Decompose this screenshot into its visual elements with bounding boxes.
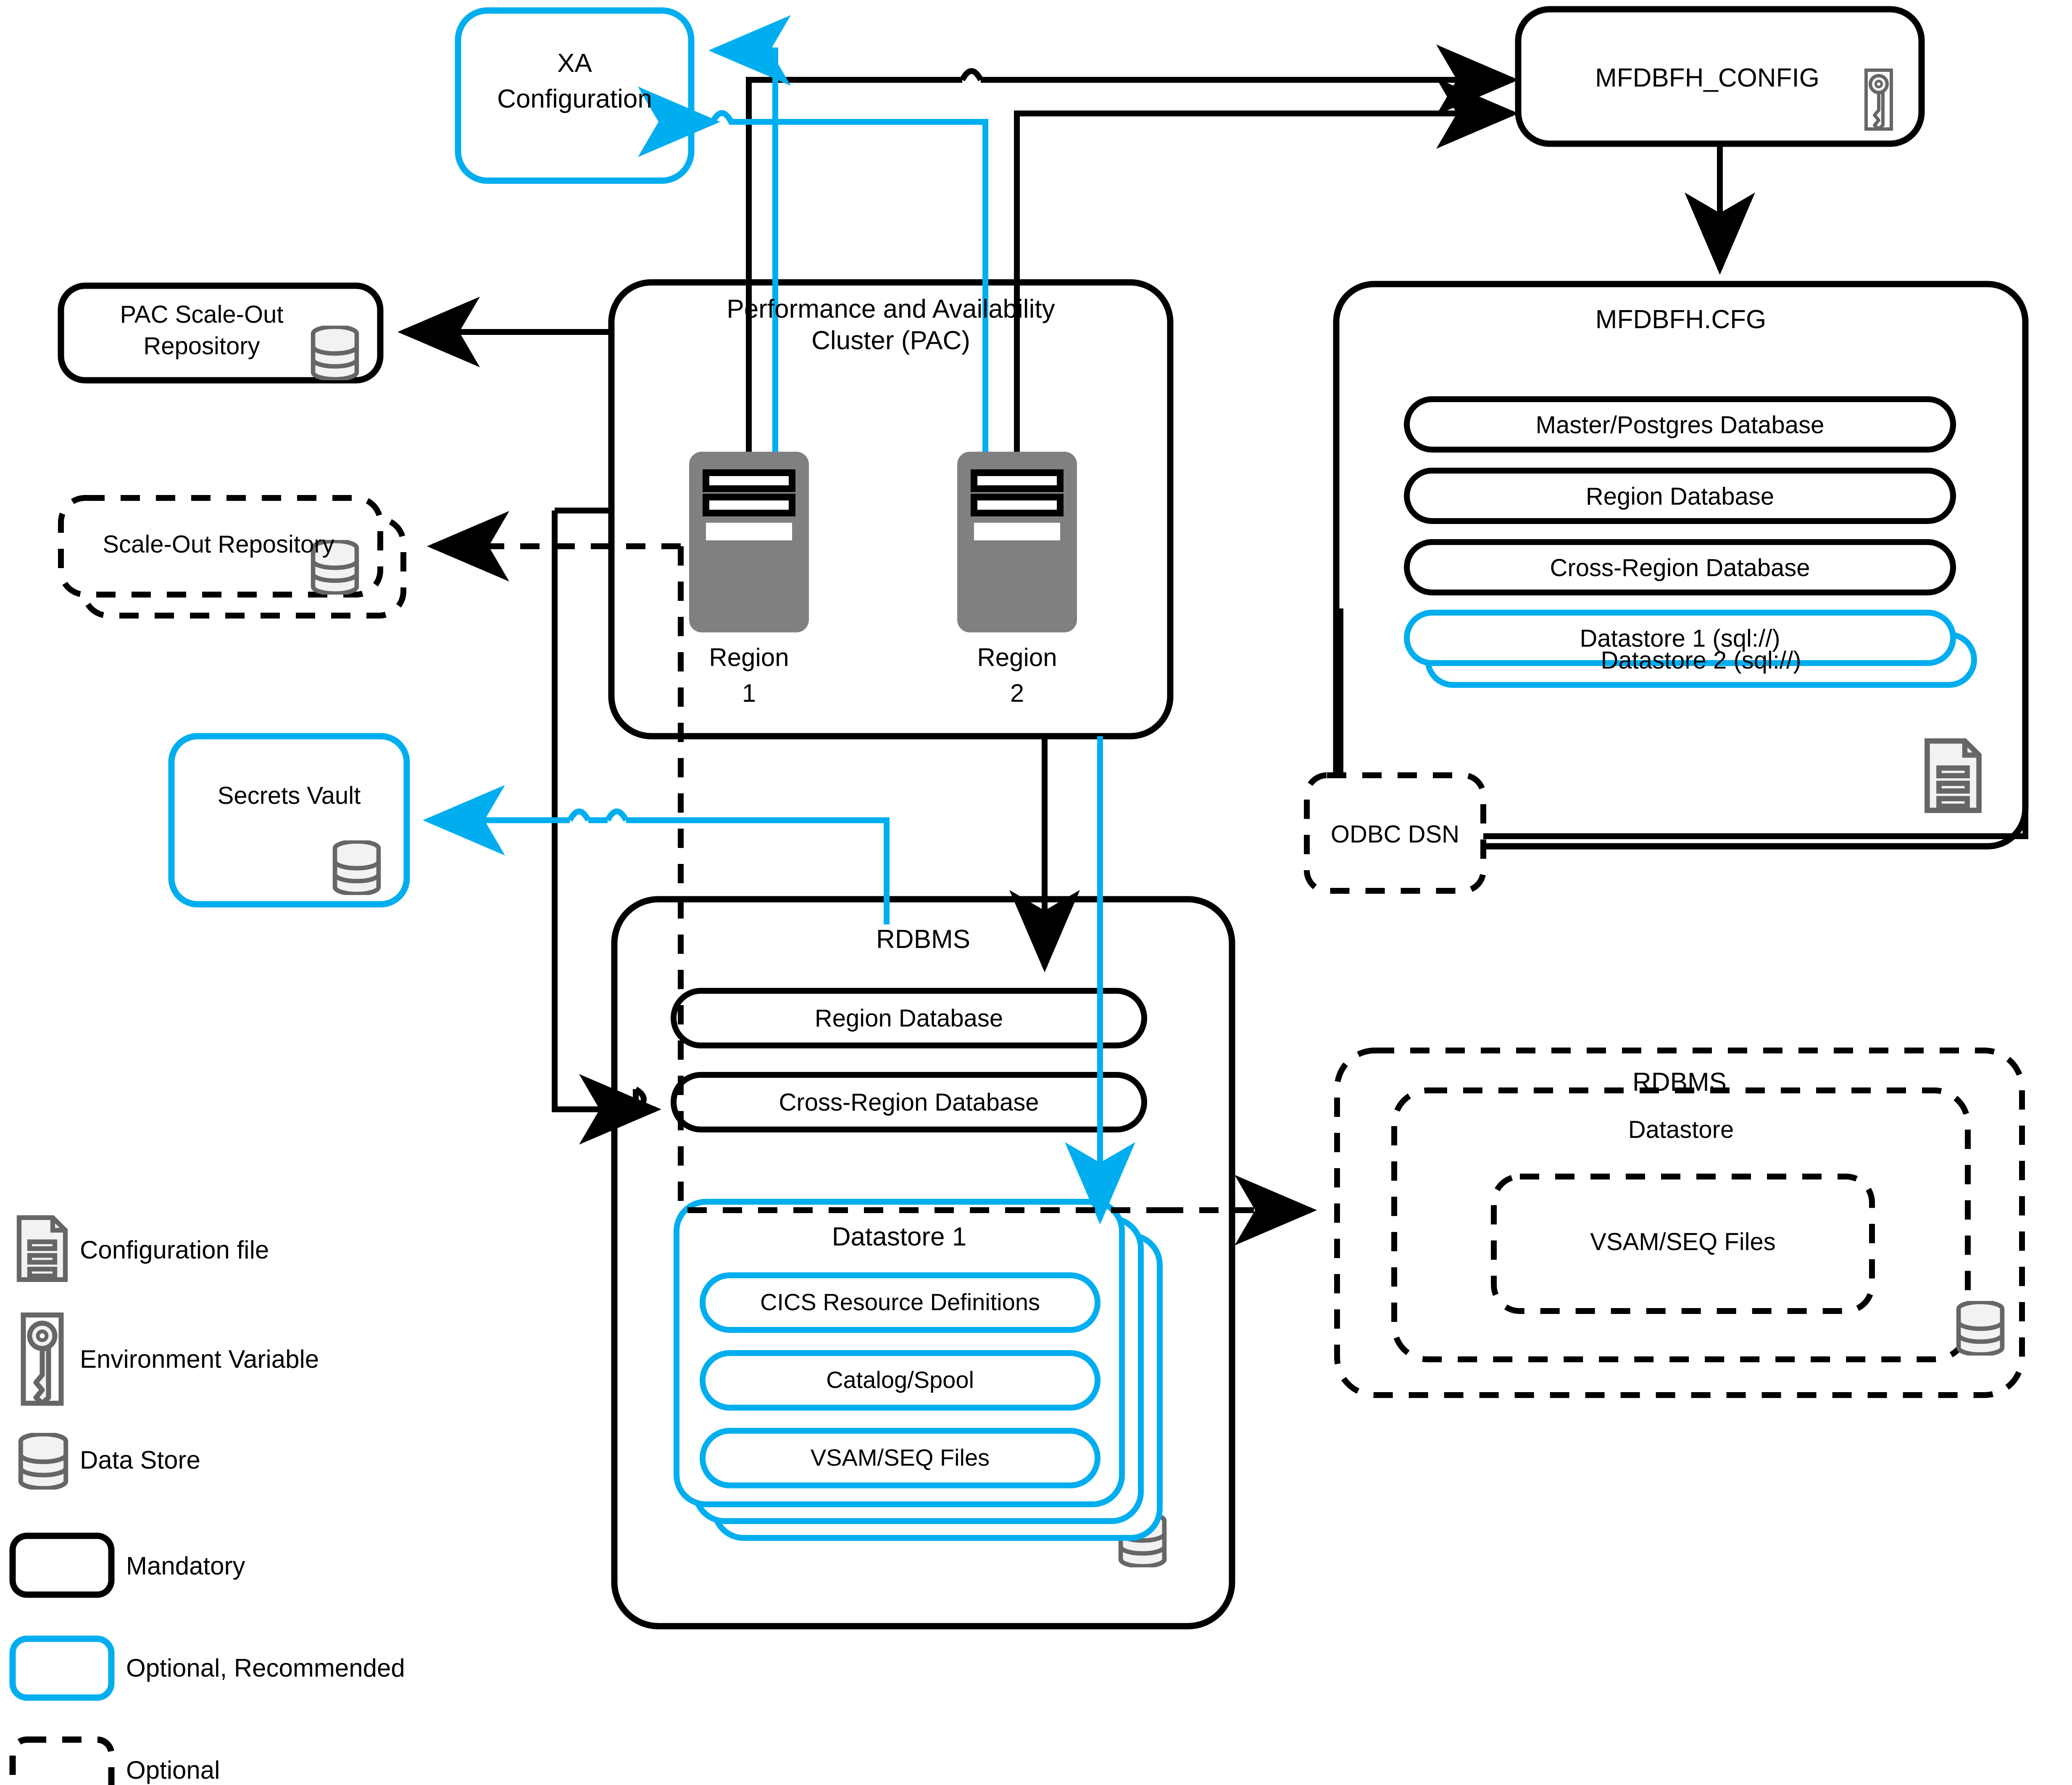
datastore-1-label: Datastore 1 bbox=[832, 1222, 967, 1251]
legend-solid-box-icon bbox=[9, 1532, 115, 1598]
cfg-row-label-0: Master/Postgres Database bbox=[1535, 411, 1825, 439]
rdbms-center-cross-region-database-label: Cross-Region Database bbox=[779, 1089, 1039, 1116]
cfg-row-label-1: Region Database bbox=[1585, 483, 1774, 510]
cfg-row-datastore-1[interactable] bbox=[1404, 610, 1956, 666]
cfg-row-cross-region-database[interactable] bbox=[1404, 539, 1956, 595]
odbc-dsn-box[interactable] bbox=[1304, 772, 1486, 894]
legend-label-4: Optional, Recommended bbox=[126, 1654, 405, 1682]
xa-configuration-label-line2: Configuration bbox=[497, 84, 652, 113]
connector-group-dashed bbox=[427, 511, 1317, 1245]
region-2-label-line1: Region bbox=[977, 643, 1057, 671]
cfg-row-label-3: Datastore 2 (sql://) bbox=[1601, 647, 1801, 674]
rdbms-right-vsam-seq-files-label: VSAM/SEQ Files bbox=[1590, 1228, 1776, 1256]
mfdbfh-cfg-label: MFDBFH.CFG bbox=[1595, 305, 1767, 334]
region-1-label-line2: 1 bbox=[742, 679, 756, 707]
legend-cyan-box-icon bbox=[9, 1635, 115, 1701]
datastore-item-label-0: CICS Resource Definitions bbox=[760, 1289, 1040, 1315]
rdbms-right-label: RDBMS bbox=[1632, 1068, 1727, 1097]
legend-label-5: Optional bbox=[126, 1756, 220, 1784]
rdbms-right-datastore-label: Datastore bbox=[1628, 1116, 1734, 1143]
pac-scale-out-repository-label-line2: Repository bbox=[143, 332, 260, 360]
datastore-item-catalog-spool[interactable] bbox=[700, 1350, 1101, 1411]
connector-group-cyan bbox=[429, 15, 1135, 1224]
pac-scale-out-repository-label-line1: PAC Scale-Out bbox=[120, 301, 284, 328]
datastore-item-cics-resource-definitions[interactable] bbox=[700, 1272, 1101, 1333]
rdbms-center-region-database-label: Region Database bbox=[814, 1005, 1003, 1032]
mfdbfh-config-label: MFDBFH_CONFIG bbox=[1595, 63, 1819, 92]
data-store-icon bbox=[21, 1434, 66, 1488]
scale-out-repository-box[interactable] bbox=[58, 495, 383, 598]
scale-out-repository-label: Scale-Out Repository bbox=[103, 531, 334, 558]
legend-dashed-box-icon bbox=[9, 1736, 115, 1785]
legend-label-2: Data Store bbox=[80, 1446, 200, 1474]
cfg-row-region-database[interactable] bbox=[1404, 468, 1956, 524]
connector-group-solid bbox=[398, 71, 2028, 1109]
rdbms-center-label: RDBMS bbox=[876, 925, 970, 954]
region-1-label-line1: Region bbox=[709, 643, 789, 671]
datastore-item-label-2: VSAM/SEQ Files bbox=[810, 1444, 990, 1471]
xa-configuration-label-line1: XA bbox=[557, 49, 592, 78]
datastore-item-vsam-seq-files[interactable] bbox=[700, 1428, 1101, 1488]
configuration-file-icon bbox=[19, 1218, 66, 1280]
pac-cluster-label-line2: Cluster (PAC) bbox=[811, 326, 970, 355]
environment-variable-icon bbox=[24, 1315, 61, 1403]
region-2-label-line2: 2 bbox=[1010, 679, 1024, 707]
legend-label-3: Mandatory bbox=[126, 1552, 245, 1580]
rdbms-right-vsam-seq-files-box[interactable] bbox=[1491, 1174, 1875, 1314]
cfg-row-label-4: Datastore 1 (sql://) bbox=[1580, 625, 1780, 652]
legend-label-1: Environment Variable bbox=[80, 1345, 319, 1373]
pac-scale-out-repository-box[interactable] bbox=[58, 282, 384, 384]
legend-label-0: Configuration file bbox=[80, 1236, 269, 1264]
odbc-dsn-label: ODBC DSN bbox=[1330, 821, 1460, 848]
cfg-row-label-2: Cross-Region Database bbox=[1550, 554, 1810, 582]
cfg-row-master-postgres-database[interactable] bbox=[1404, 396, 1956, 453]
datastore-item-label-1: Catalog/Spool bbox=[826, 1366, 974, 1393]
pac-cluster-label-line1: Performance and Availability bbox=[727, 295, 1055, 324]
secrets-vault-label: Secrets Vault bbox=[217, 782, 361, 809]
